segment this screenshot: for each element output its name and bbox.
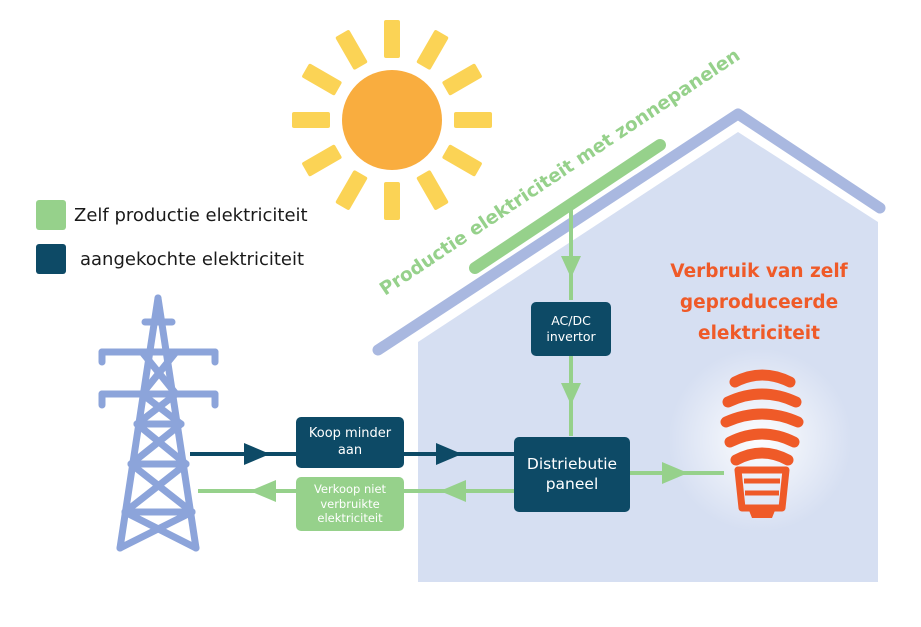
sell-label: Verkoop niet verbruikte elektriciteit [313,482,387,526]
legend-label: Zelf productie elektriciteit [74,204,308,226]
power-pylon-icon [98,294,219,552]
distribution-label: Distriebutie paneel [526,455,618,493]
consumption-text: Verbruik van zelf geproduceerde elektric… [644,256,874,349]
consumption-line-1: Verbruik van zelf [670,261,848,282]
legend-label: aangekochte elektriciteit [80,248,305,270]
green-swatch [36,200,66,230]
buy-less-label: Koop minder aan [308,426,392,458]
inverter-label: AC/DC invertor [546,313,596,344]
sell-box: Verkoop niet verbruikte elektriciteit [296,477,404,531]
consumption-line-2: geproduceerde [679,292,839,313]
solar-panel-icon [469,139,666,274]
distribution-panel-box: Distriebutie paneel [514,437,630,512]
legend-item-self-production: Zelf productie elektriciteit [36,200,308,230]
sun-icon [292,20,492,220]
light-bulb-icon [668,348,852,532]
buy-less-box: Koop minder aan [296,417,404,468]
inverter-box: AC/DC invertor [531,302,611,356]
legend-item-purchased: aangekochte elektriciteit [36,244,304,274]
navy-swatch [36,244,66,274]
consumption-line-3: elektriciteit [698,323,820,344]
